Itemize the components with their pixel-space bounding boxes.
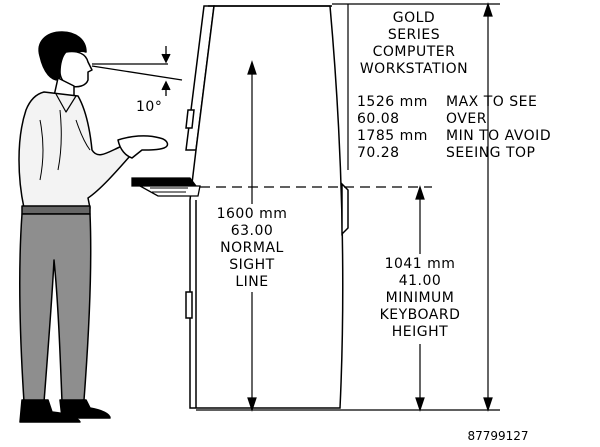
sight-max-desc-2: OVER [446,111,487,127]
svg-text:1600 mm: 1600 mm [217,206,288,222]
sight-line-label: 1600 mm 63.00 NORMAL SIGHT LINE [212,204,294,292]
standing-person [18,31,169,423]
keyboard-height-label: 1041 mm 41.00 MINIMUM KEYBOARD HEIGHT [376,254,464,344]
lower-sight-line [91,65,183,81]
sight-requirements-table: 1526 mm MAX TO SEE 60.08 OVER 1785 mm MI… [357,94,551,161]
title-line-1: GOLD [393,10,435,26]
svg-text:MINIMUM: MINIMUM [386,290,455,306]
title-line-3: COMPUTER [373,44,456,60]
sight-min-in: 70.28 [357,145,400,161]
cabinet-side-latch [341,182,349,236]
person-trousers [19,213,92,403]
svg-text:KEYBOARD: KEYBOARD [380,307,461,323]
cabinet-front-latch [185,291,193,319]
keyboard-tray [131,177,201,197]
sight-max-in: 60.08 [357,111,400,127]
figure-number: 87799127 [467,429,528,443]
person-hand [117,135,169,159]
title-block: GOLD SERIES COMPUTER WORKSTATION [360,10,468,77]
svg-text:SIGHT: SIGHT [229,257,274,273]
dimension-lines [196,2,500,412]
svg-text:63.00: 63.00 [231,223,274,239]
sight-min-desc-2: SEEING TOP [446,145,536,161]
svg-text:LINE: LINE [235,274,268,290]
svg-text:41.00: 41.00 [399,273,442,289]
svg-text:1041 mm: 1041 mm [385,256,456,272]
sight-max-mm: 1526 mm [357,94,428,110]
person-shirt [18,91,131,209]
svg-text:NORMAL: NORMAL [220,240,284,256]
title-line-2: SERIES [388,27,440,43]
angle-label: 10° [136,99,162,115]
title-line-4: WORKSTATION [360,61,468,77]
sight-max-desc: MAX TO SEE [446,94,537,110]
svg-text:HEIGHT: HEIGHT [392,324,448,340]
sight-min-mm: 1785 mm [357,128,428,144]
sight-min-desc: MIN TO AVOID [446,128,551,144]
